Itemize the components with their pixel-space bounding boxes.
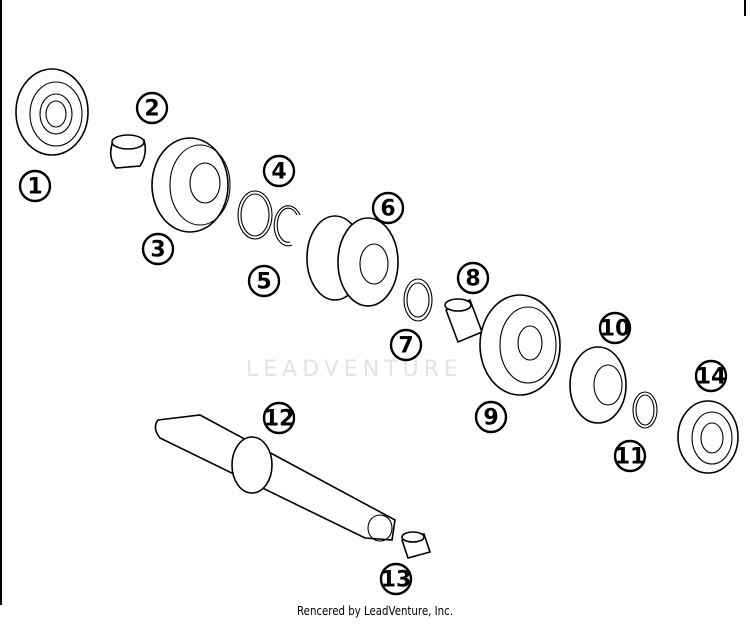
part-1-bearing[interactable]: [15, 68, 89, 156]
callout-number: 4: [271, 160, 286, 185]
callout-number: 5: [256, 270, 271, 295]
callout-5[interactable]: 5: [247, 264, 281, 298]
part-6-double-gear[interactable]: [306, 215, 399, 307]
callout-6[interactable]: 6: [371, 191, 405, 225]
callout-circle: [598, 311, 632, 345]
callout-circle: [262, 401, 296, 435]
part-14-bearing[interactable]: [677, 400, 739, 474]
part-4-ring[interactable]: [237, 190, 273, 240]
callout-circle: [247, 264, 281, 298]
part-13-bushing[interactable]: [400, 531, 432, 559]
callout-circle: [694, 359, 728, 393]
callout-circle: [474, 400, 508, 434]
callout-circle: [613, 439, 647, 473]
callout-number: 8: [465, 267, 480, 292]
part-12-shaft[interactable]: [154, 414, 396, 542]
callout-11[interactable]: 11: [613, 439, 647, 473]
callout-circle: [379, 562, 413, 596]
callout-number: 2: [144, 97, 159, 122]
left-frame-border: [0, 0, 2, 605]
callout-circle: [262, 154, 296, 188]
part-7-washer[interactable]: [403, 278, 433, 322]
callout-number: 13: [381, 568, 412, 593]
callout-number: 3: [150, 238, 165, 263]
part-11-ring[interactable]: [632, 391, 658, 429]
callout-4[interactable]: 4: [262, 154, 296, 188]
callout-8[interactable]: 8: [456, 261, 490, 295]
callout-circle: [389, 328, 423, 362]
watermark: LEADVENTURE: [246, 357, 463, 382]
part-10-gear[interactable]: [569, 346, 627, 424]
callout-3[interactable]: 3: [141, 232, 175, 266]
callout-14[interactable]: 14: [694, 359, 728, 393]
callout-number: 12: [264, 407, 295, 432]
callout-circle: [371, 191, 405, 225]
callout-12[interactable]: 12: [262, 401, 296, 435]
part-5-circlip[interactable]: [273, 205, 301, 247]
callout-number: 9: [483, 406, 498, 431]
callout-number: 6: [380, 197, 395, 222]
callout-9[interactable]: 9: [474, 400, 508, 434]
callout-10[interactable]: 10: [598, 311, 632, 345]
callout-number: 1: [27, 175, 42, 200]
callout-circle: [135, 91, 169, 125]
part-3-gear[interactable]: [151, 137, 231, 233]
callout-2[interactable]: 2: [135, 91, 169, 125]
callout-1[interactable]: 1: [18, 169, 52, 203]
part-2-bushing[interactable]: [109, 134, 147, 169]
callout-number: 11: [615, 445, 646, 470]
callout-number: 10: [600, 317, 631, 342]
part-8-needle-bearing[interactable]: [444, 298, 484, 344]
render-credit: Rencered by LeadVenture, Inc.: [297, 604, 453, 618]
callout-number: 14: [696, 365, 727, 390]
callout-circle: [456, 261, 490, 295]
callout-circle: [141, 232, 175, 266]
callout-number: 7: [398, 334, 413, 359]
callout-circle: [18, 169, 52, 203]
callout-13[interactable]: 13: [379, 562, 413, 596]
callout-7[interactable]: 7: [389, 328, 423, 362]
part-9-gear[interactable]: [479, 294, 561, 396]
right-frame-tick: [744, 0, 746, 16]
